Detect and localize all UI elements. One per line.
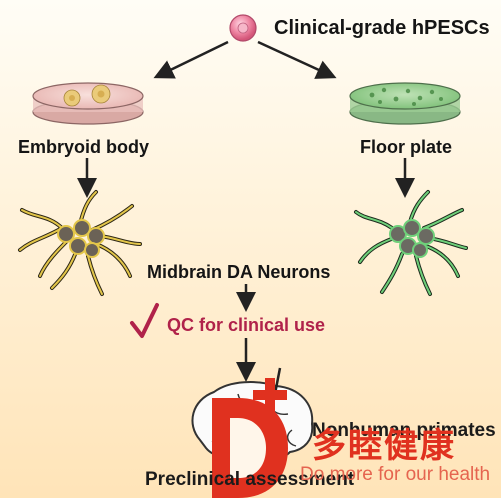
- nonhuman-primates-label: Nonhuman primates: [312, 420, 496, 441]
- embryoid-body-dish-icon: [32, 82, 144, 125]
- watermark-slogan: Do more for our health: [300, 464, 491, 485]
- arrow-to-floor-plate: [257, 40, 337, 79]
- watermark-brand-name: 多睦健康: [312, 426, 456, 466]
- arrow-to-embryoid: [153, 40, 229, 79]
- floor-plate-label: Floor plate: [360, 137, 453, 157]
- checkmark-icon: [130, 303, 159, 338]
- qc-label: QC for clinical use: [167, 315, 326, 335]
- source-label: Clinical-grade hPESCs: [274, 17, 490, 39]
- midbrain-neurons-label: Midbrain DA Neurons: [147, 262, 331, 282]
- floor-plate-dish-icon: [349, 82, 461, 125]
- stem-cell-icon: [229, 14, 257, 42]
- d-plus-logo-icon: [212, 378, 288, 498]
- preclinical-assessment-label: Preclinical assessment: [145, 469, 355, 490]
- embryoid-body-label: Embryoid body: [18, 137, 150, 157]
